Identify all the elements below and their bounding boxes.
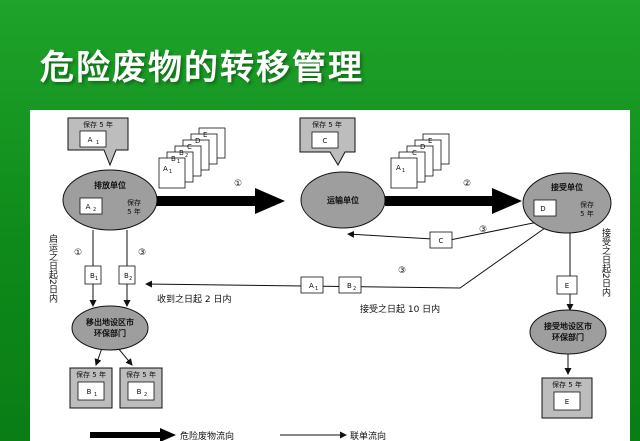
- svg-text:危险废物流向: 危险废物流向: [180, 430, 234, 441]
- svg-text:E: E: [565, 282, 569, 290]
- svg-text:2: 2: [93, 207, 96, 213]
- diagram-canvas: 保存 5 年 A 1 保存 5 年 C 保存 5 年 B 1 保存 5 年 B …: [47, 117, 612, 441]
- svg-text:1: 1: [96, 140, 99, 146]
- doc-c: C: [429, 231, 453, 249]
- legend-waste-flow: 危险废物流向: [90, 428, 234, 441]
- waste-flow-arrow-1: [150, 188, 285, 214]
- waste-flow-arrow-2: [385, 188, 522, 214]
- marker-3-right: ③: [479, 225, 487, 235]
- note-right-vertical: 接受之日起2日内: [600, 227, 611, 298]
- svg-text:1: 1: [95, 276, 98, 282]
- manifest-line-return: [145, 227, 546, 289]
- svg-text:1: 1: [177, 159, 180, 165]
- svg-text:接受地设区市: 接受地设区市: [544, 321, 592, 331]
- svg-text:保存 5 年: 保存 5 年: [76, 370, 106, 379]
- svg-text:A: A: [396, 164, 401, 172]
- node-transporter: 运输单位: [300, 171, 386, 229]
- marker-1-top: ①: [234, 179, 242, 189]
- svg-text:1: 1: [315, 286, 318, 292]
- svg-text:运输单位: 运输单位: [327, 195, 359, 205]
- svg-text:保存: 保存: [127, 198, 141, 207]
- callout-origin-left: 保存 5 年 B 1: [69, 367, 113, 409]
- svg-text:2: 2: [144, 392, 147, 398]
- svg-text:D: D: [195, 137, 200, 145]
- svg-text:A: A: [163, 165, 168, 173]
- note-ten-days: 接受之日起 10 日内: [360, 303, 440, 315]
- svg-text:C: C: [187, 143, 192, 151]
- svg-text:环保部门: 环保部门: [94, 328, 126, 338]
- svg-text:C: C: [439, 237, 444, 245]
- doc-e: E: [556, 275, 578, 295]
- svg-text:2: 2: [185, 153, 188, 159]
- flow-diagram: 保存 5 年 A 1 保存 5 年 C 保存 5 年 B 1 保存 5 年 B …: [30, 110, 630, 441]
- svg-text:环保部门: 环保部门: [552, 332, 584, 342]
- callout-origin-right: 保存 5 年 B 2: [119, 367, 163, 409]
- svg-text:1: 1: [169, 169, 172, 175]
- legend: 危险废物流向 联单流向: [90, 428, 386, 441]
- manifest-line-keep-left: [94, 347, 103, 366]
- note-left-vertical: 启运之日起2日内: [47, 233, 58, 304]
- svg-text:联单流向: 联单流向: [350, 430, 386, 441]
- svg-text:B: B: [87, 388, 92, 396]
- svg-text:E: E: [203, 131, 207, 139]
- node-producer: 排放单位 A 2 保存 5 年: [62, 169, 158, 231]
- svg-text:保存 5 年: 保存 5 年: [83, 120, 113, 129]
- note-two-days: 收到之日起 2 日内: [157, 293, 231, 305]
- svg-text:E: E: [428, 137, 432, 145]
- manifest-line-keep-right: [117, 347, 133, 366]
- marker-3-bottom: ③: [398, 266, 406, 276]
- svg-text:C: C: [412, 149, 417, 157]
- svg-text:排放单位: 排放单位: [94, 180, 126, 190]
- svg-text:D: D: [420, 143, 425, 151]
- svg-text:2: 2: [129, 276, 132, 282]
- svg-text:A: A: [86, 203, 91, 211]
- svg-text:B: B: [171, 155, 176, 163]
- marker-2-top: ②: [463, 179, 471, 189]
- doc-b2-return: B 2: [338, 276, 362, 294]
- callout-transporter: 保存 5 年 C: [299, 117, 356, 167]
- svg-text:保存 5 年: 保存 5 年: [126, 370, 156, 379]
- svg-text:A: A: [309, 282, 314, 290]
- doc-b1: B 1: [84, 265, 102, 285]
- doc-a1: A 1: [300, 276, 324, 294]
- svg-text:2: 2: [353, 286, 356, 292]
- svg-text:B: B: [179, 149, 184, 157]
- svg-text:1: 1: [94, 392, 97, 398]
- doc-b2: B 2: [118, 265, 136, 285]
- svg-text:A: A: [88, 136, 93, 144]
- svg-text:C: C: [323, 137, 328, 145]
- legend-manifest-flow: 联单流向: [280, 430, 386, 441]
- svg-text:B: B: [124, 272, 129, 280]
- svg-text:保存 5 年: 保存 5 年: [552, 380, 582, 389]
- node-dest-env: 接受地设区市 环保部门: [529, 309, 607, 355]
- svg-text:移出地设区市: 移出地设区市: [86, 317, 134, 327]
- marker-3-left: ③: [138, 248, 146, 258]
- marker-1-left: ①: [74, 248, 82, 258]
- callout-dest: 保存 5 年 E: [541, 377, 593, 419]
- svg-text:5 年: 5 年: [127, 207, 141, 216]
- manifest-stack-1: E D C B 2 B 1 A 1: [158, 127, 226, 189]
- svg-text:保存 5 年: 保存 5 年: [312, 120, 342, 129]
- slide-title: 危险废物的转移管理: [40, 48, 364, 88]
- svg-text:接受单位: 接受单位: [551, 182, 583, 192]
- manifest-stack-2: E D C A 1: [390, 133, 450, 189]
- node-receiver: 接受单位 D 保存 5 年: [522, 172, 612, 234]
- svg-text:D: D: [540, 205, 545, 213]
- svg-text:B: B: [90, 272, 95, 280]
- svg-text:B: B: [347, 282, 352, 290]
- svg-text:保存: 保存: [580, 200, 594, 209]
- svg-text:1: 1: [402, 168, 405, 174]
- node-origin-env: 移出地设区市 环保部门: [71, 305, 149, 351]
- svg-text:E: E: [565, 398, 569, 406]
- svg-text:5 年: 5 年: [580, 209, 594, 218]
- svg-text:B: B: [137, 388, 142, 396]
- callout-producer: 保存 5 年 A 1: [67, 117, 129, 167]
